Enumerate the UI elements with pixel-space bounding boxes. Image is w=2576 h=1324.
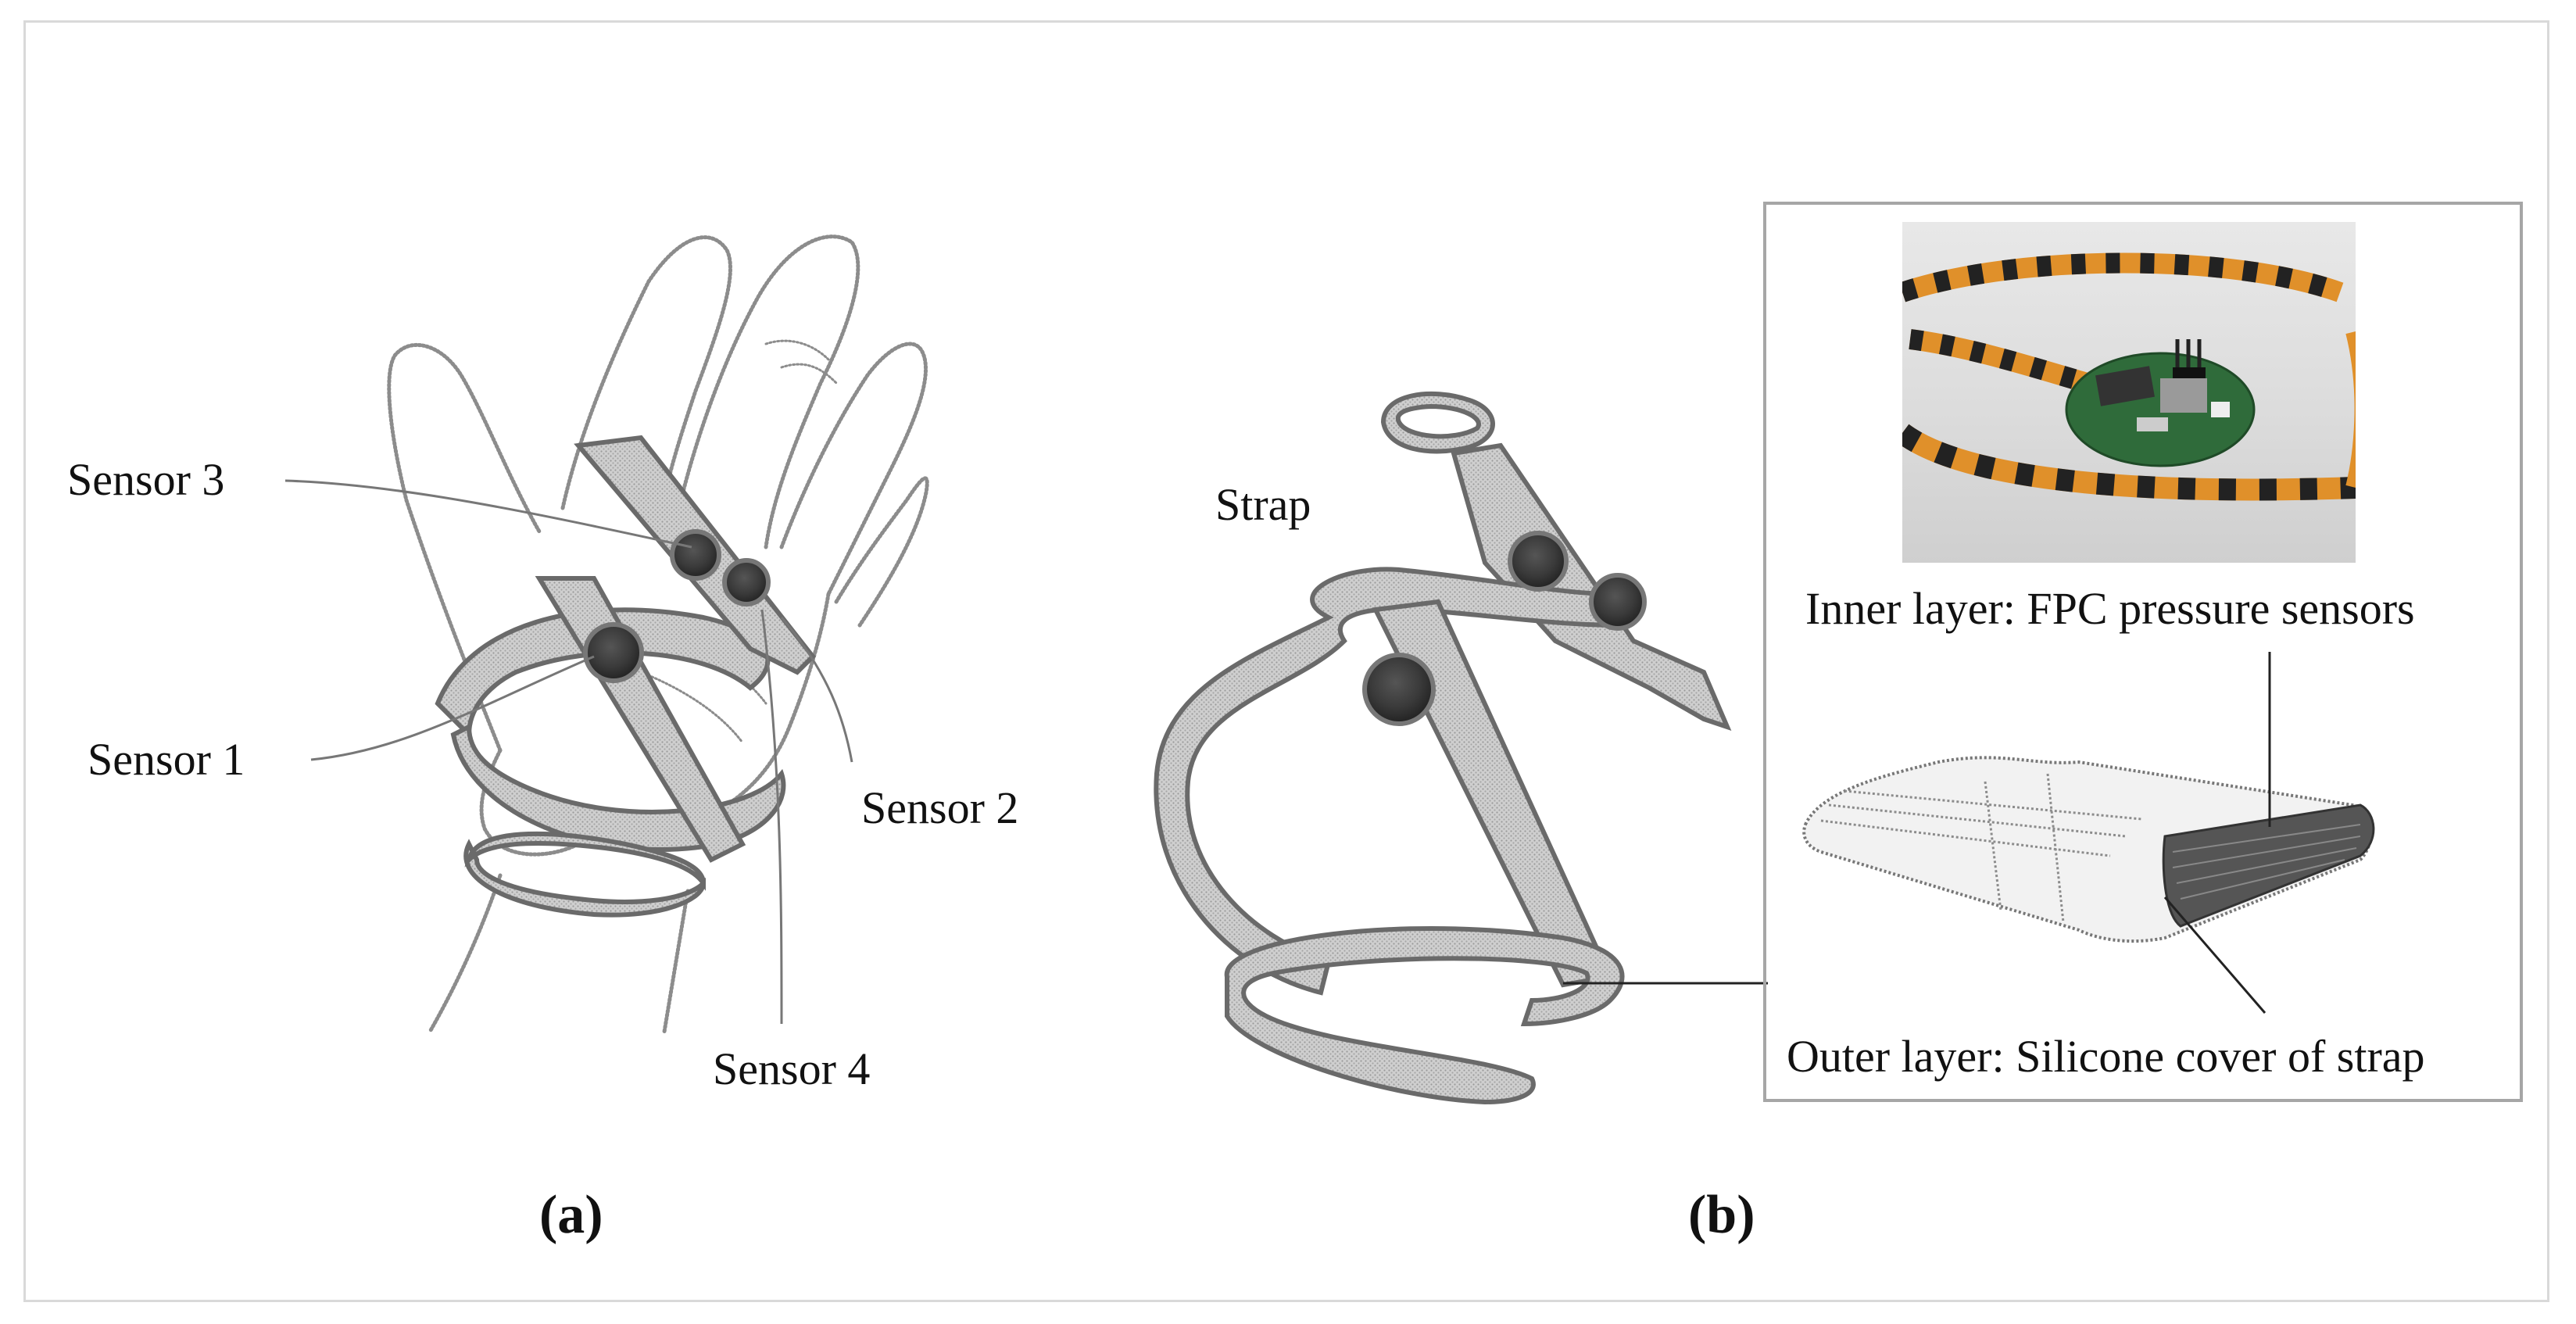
sensor-4-label: Sensor 4 [713, 1043, 871, 1094]
sensor-1-dot [583, 622, 644, 683]
sensor-4-leader [760, 609, 783, 1025]
sensor-3-leader [284, 479, 692, 549]
panel-a-label: (a) [539, 1185, 603, 1245]
strap-cross-section [1802, 652, 2375, 1014]
panel-a-leader-lines [284, 479, 853, 1025]
sensor-1-label: Sensor 1 [88, 734, 245, 785]
inset-frame [1763, 202, 2523, 1102]
outer-layer-label: Outer layer: Silicone cover of strap [1787, 1031, 2425, 1082]
panel-b-label: (b) [1688, 1185, 1755, 1245]
fpc-sensor-photo [1902, 222, 2356, 563]
sensor-2-dot [722, 558, 771, 607]
sensor-3-label: Sensor 3 [67, 454, 225, 505]
strap-sensors [1362, 531, 1647, 726]
sensor-1-leader [310, 655, 595, 761]
sensor-3-dot [670, 529, 721, 581]
strap-label: Strap [1215, 479, 1311, 530]
hand-sensors [583, 529, 771, 683]
sensor-2-leader [780, 617, 853, 763]
inner-layer-label: Inner layer: FPC pressure sensors [1805, 583, 2415, 634]
fpc-photo-drawing [1902, 252, 2356, 501]
sensor-2-label: Sensor 2 [861, 782, 1019, 833]
